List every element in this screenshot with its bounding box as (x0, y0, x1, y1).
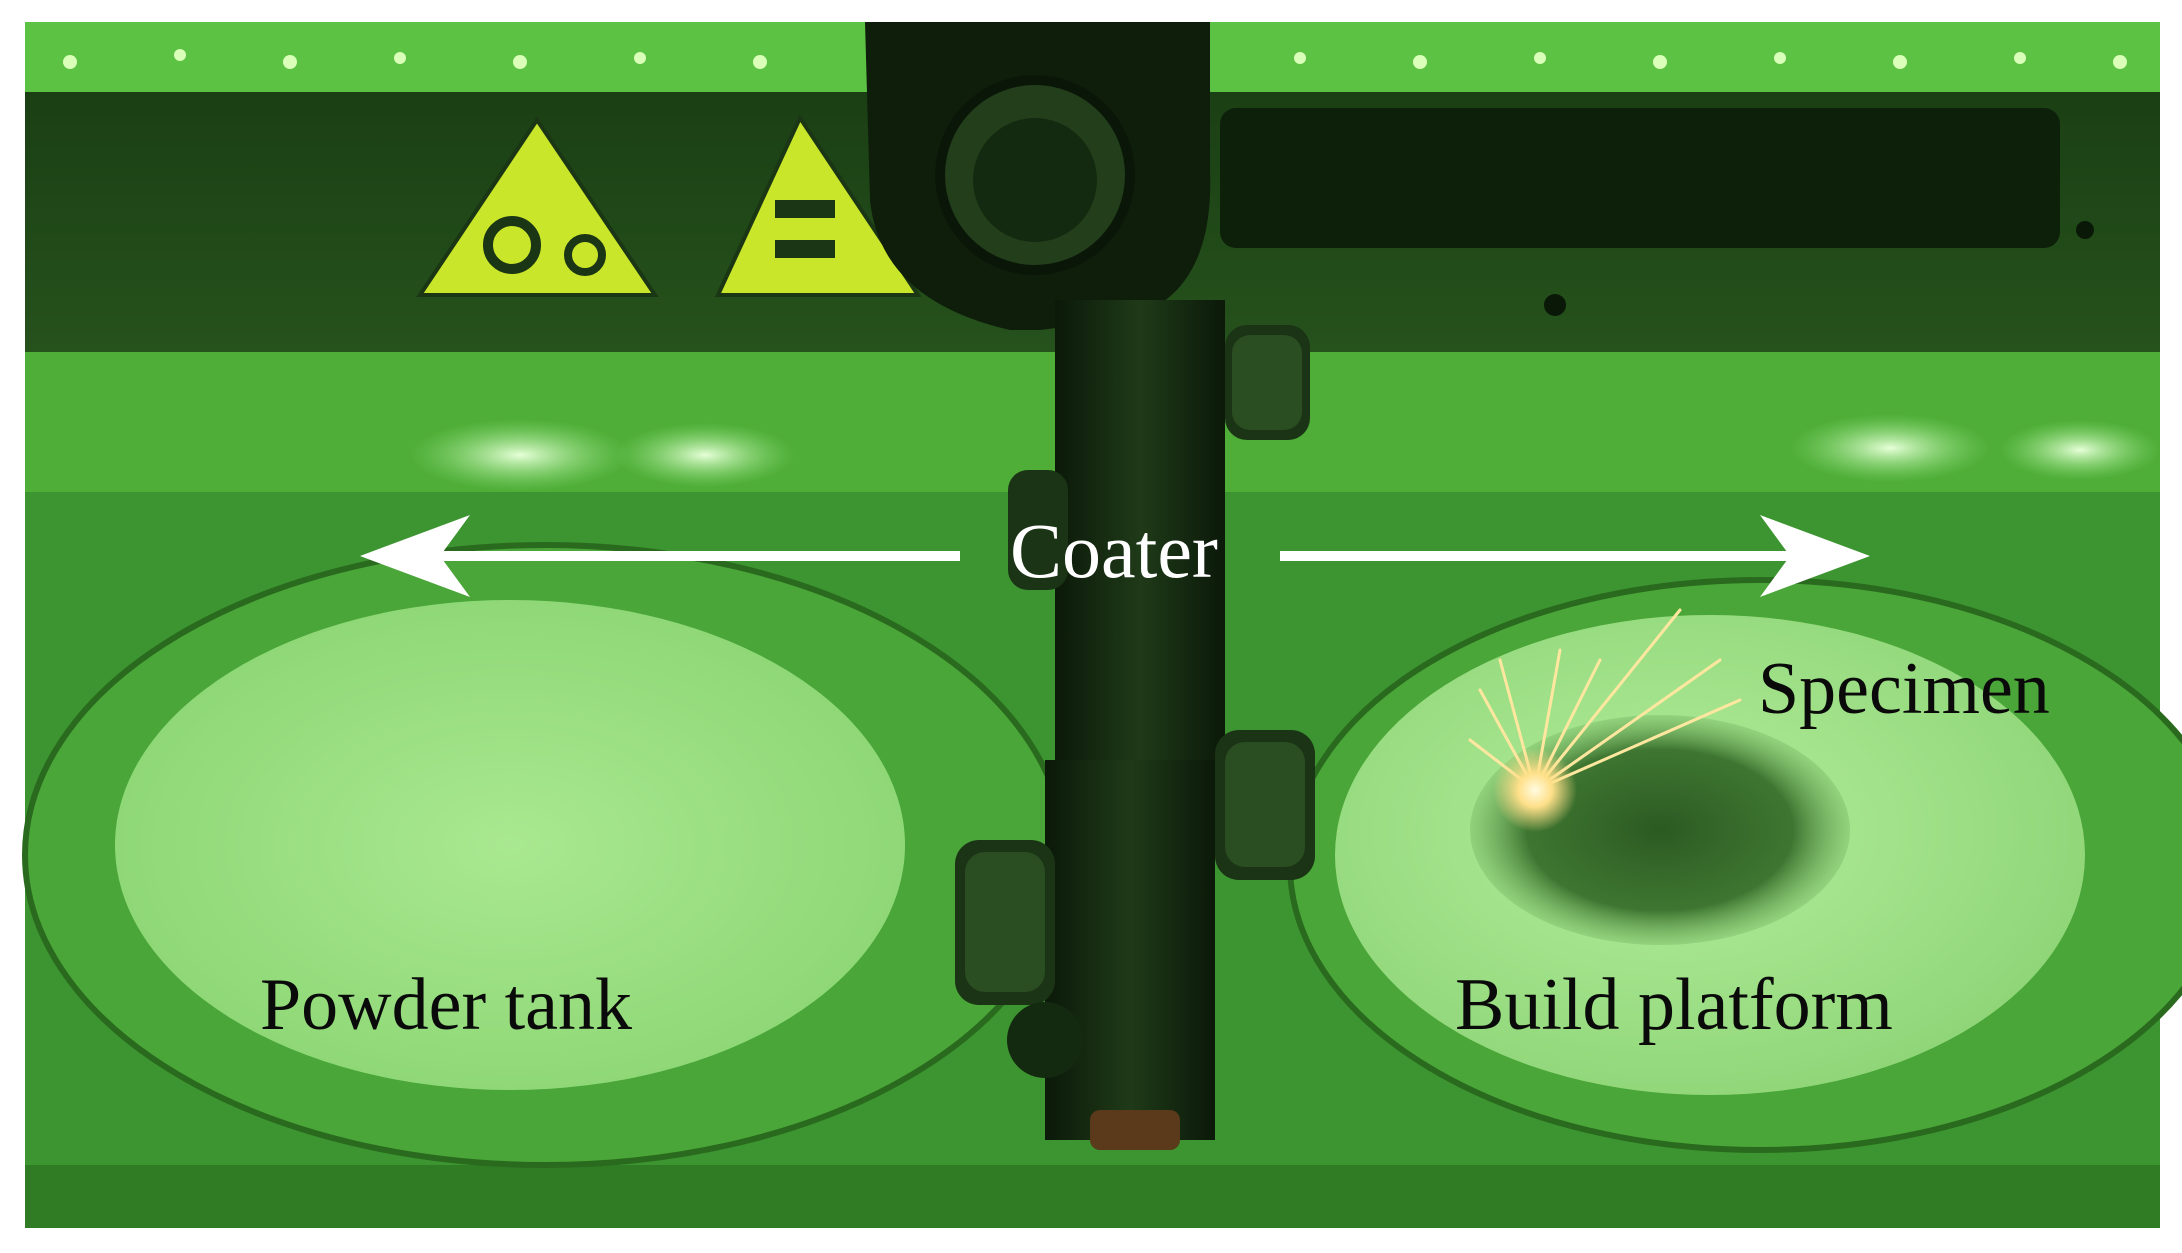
powder-tank (115, 600, 905, 1090)
coater-knob (955, 840, 1055, 1005)
front-lip (25, 1165, 2160, 1228)
left-arrow-icon (360, 515, 960, 597)
coater-knob (1225, 325, 1310, 440)
light-reflection (1790, 414, 1990, 482)
light-reflection (410, 419, 630, 491)
coater-arm (865, 22, 1315, 1150)
laser-spot (1493, 748, 1577, 832)
powder-tank-label: Powder tank (260, 964, 632, 1046)
light-reflection (615, 423, 795, 487)
light-reflection (2000, 420, 2160, 480)
panel-hole (1544, 294, 1566, 316)
panel-hole (2076, 221, 2094, 239)
coater-knob (1008, 470, 1068, 590)
led-dots (63, 49, 2127, 69)
coater-knob (1007, 1002, 1083, 1078)
coater-label: Coater (1010, 507, 1218, 594)
specimen-label: Specimen (1758, 648, 2050, 730)
coater-bolt-cap (973, 118, 1097, 242)
warning-sign-gears-icon (416, 116, 659, 297)
coater-knob (1215, 730, 1315, 880)
right-arrow-icon (1280, 515, 1870, 597)
build-platform-label: Build platform (1455, 964, 1893, 1046)
back-panel-slot (1220, 108, 2060, 248)
warning-sign-crush-icon (714, 113, 922, 297)
